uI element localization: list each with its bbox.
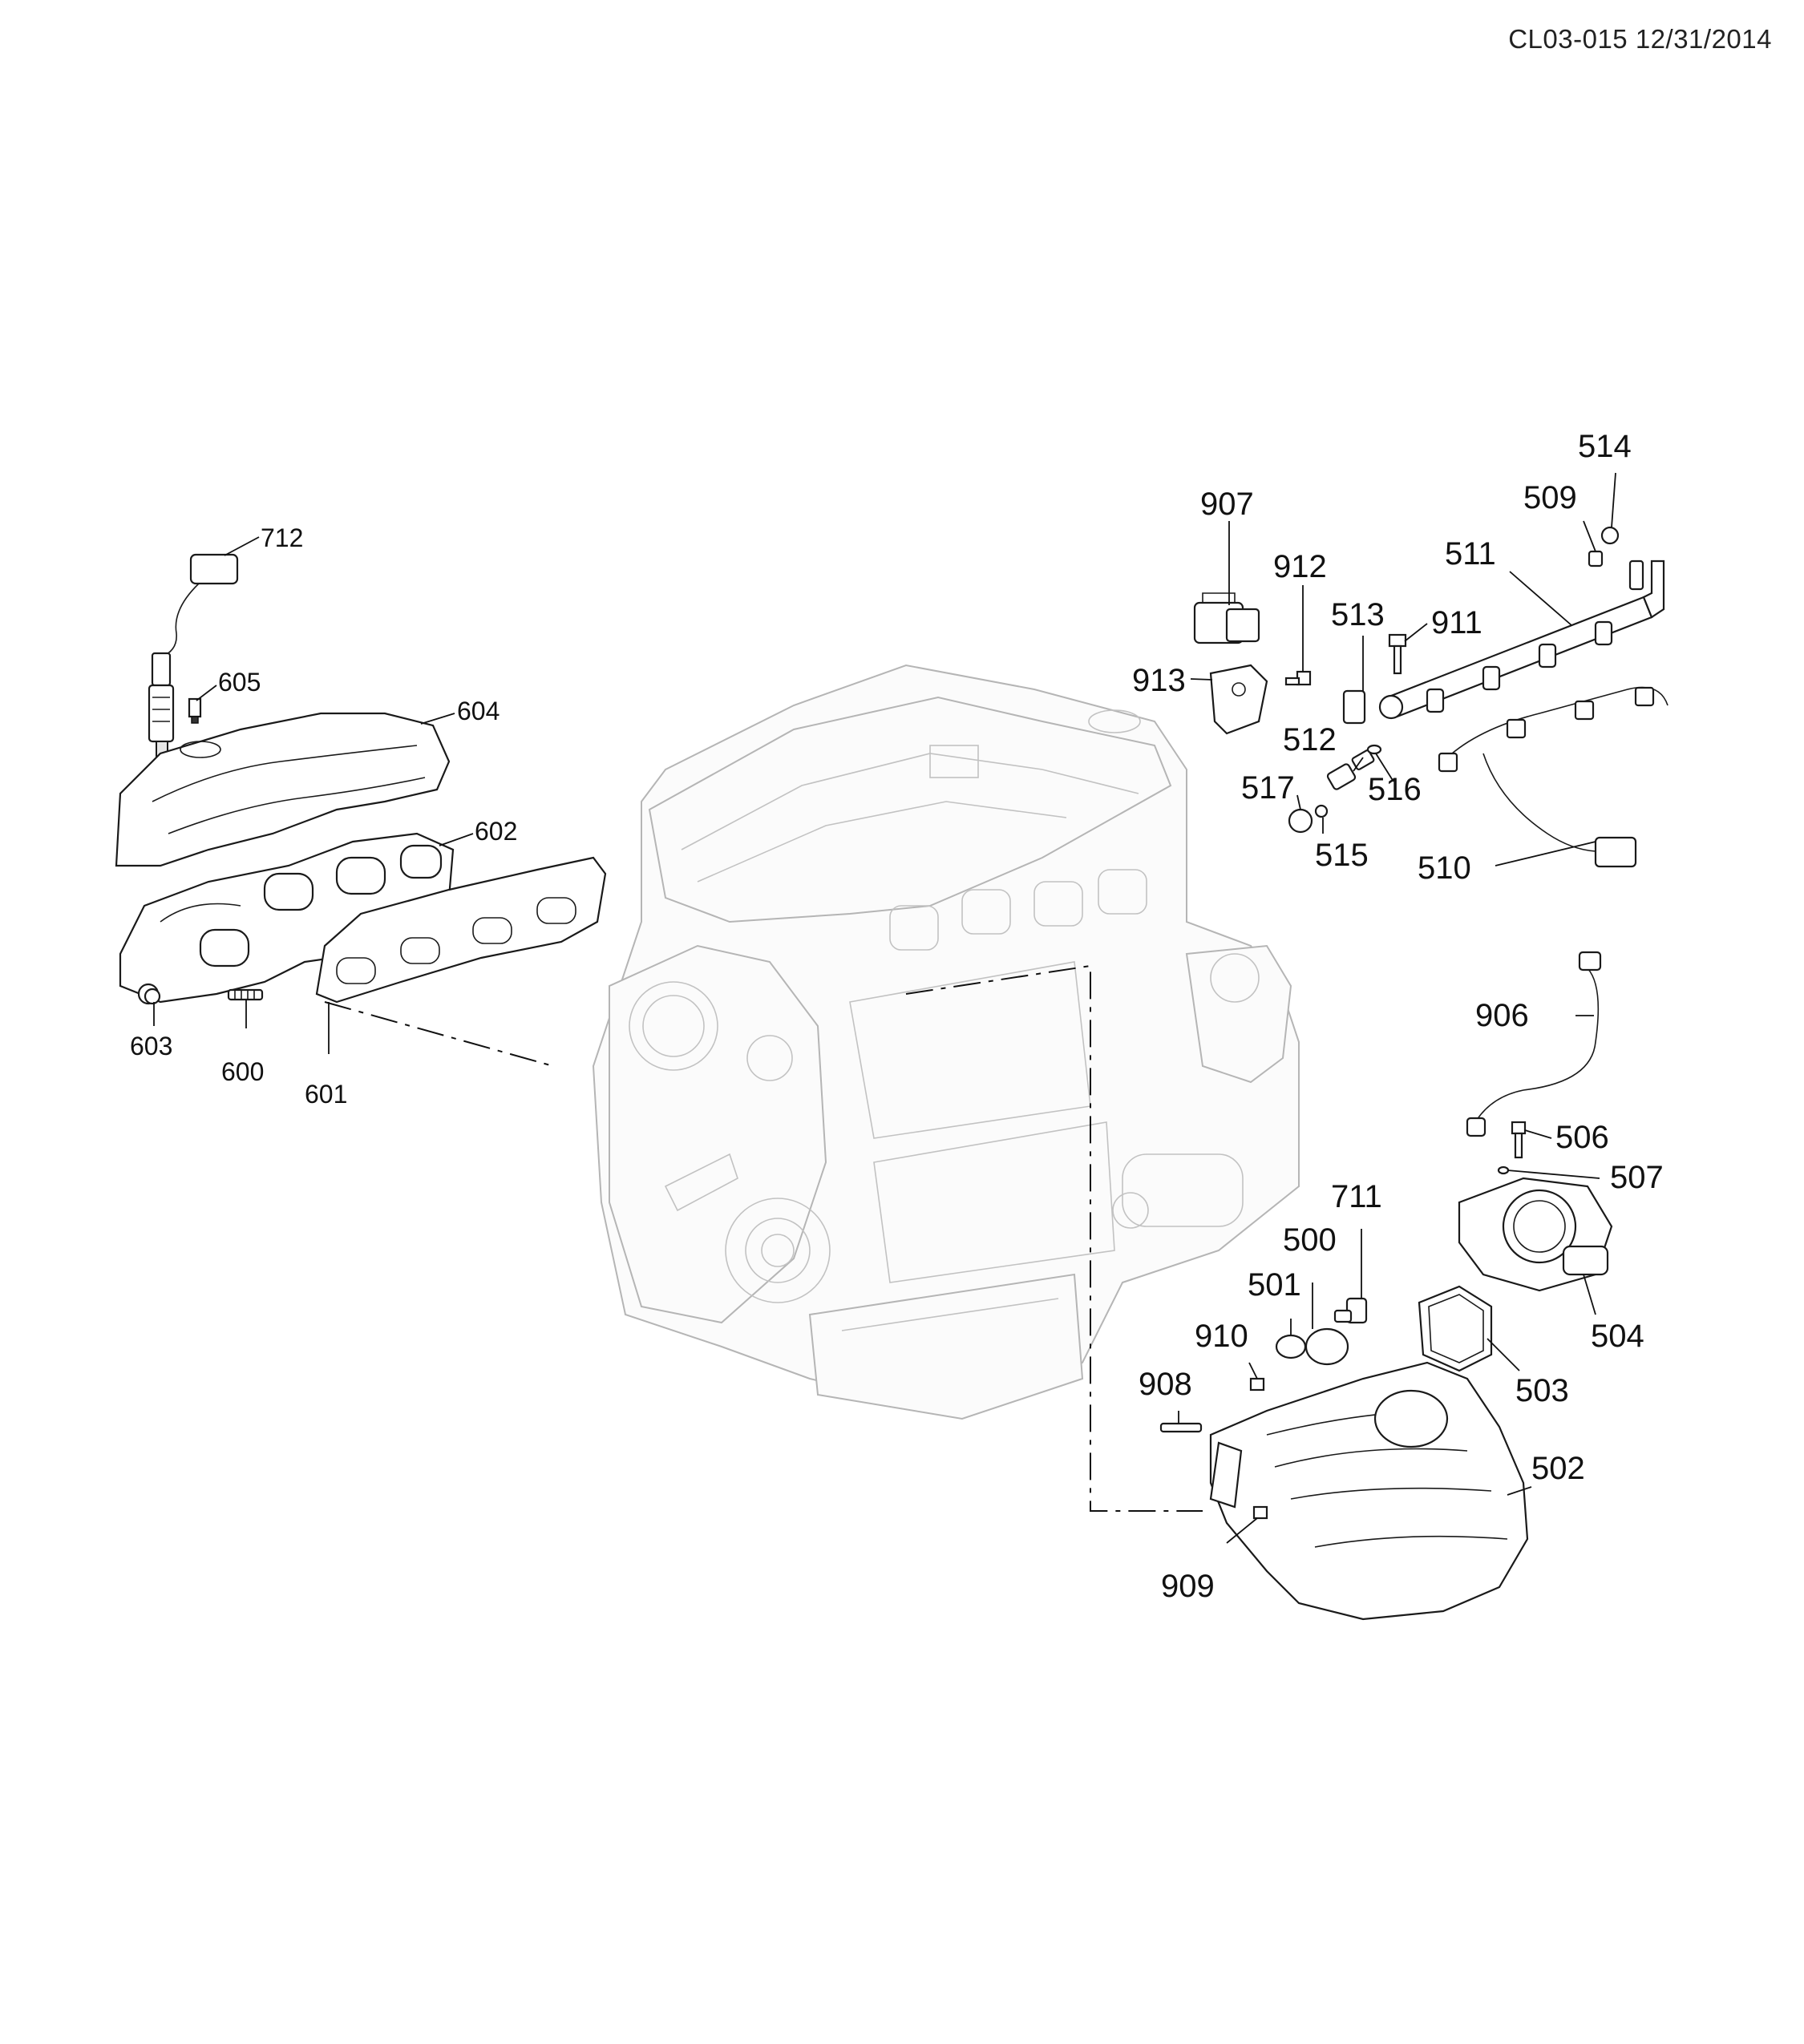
callout-712: 712 — [261, 523, 303, 552]
o-ring-516 — [1366, 744, 1382, 755]
stud-603 — [144, 988, 161, 1005]
callout-507: 507 — [1610, 1160, 1664, 1195]
callout-500: 500 — [1283, 1222, 1337, 1258]
exhaust-manifold-602 — [119, 832, 455, 1005]
engine-assembly — [592, 664, 1300, 1420]
nut-910 — [1249, 1377, 1265, 1392]
callout-512: 512 — [1283, 722, 1337, 757]
callout-910: 910 — [1195, 1319, 1248, 1354]
callout-911: 911 — [1431, 605, 1482, 640]
callout-601: 601 — [305, 1080, 347, 1109]
bracket-913 — [1209, 664, 1268, 735]
wiring-harness-510 — [1438, 686, 1668, 868]
callout-501: 501 — [1248, 1267, 1301, 1303]
callout-513: 513 — [1331, 597, 1385, 632]
callout-913: 913 — [1132, 663, 1186, 698]
callout-labels: 712 605 604 602 603 600 601 907 912 913 … — [130, 429, 1664, 1604]
heat-shield-604 — [115, 712, 451, 867]
fuel-rail-511 — [1378, 559, 1665, 720]
callout-912: 912 — [1273, 549, 1327, 584]
vacuum-hose-906 — [1466, 951, 1602, 1137]
leader-lines — [153, 472, 1616, 1544]
callout-509: 509 — [1523, 480, 1577, 515]
throttle-gasket-503 — [1418, 1285, 1493, 1372]
document-reference: CL03-015 12/31/2014 — [1508, 24, 1772, 54]
callout-504: 504 — [1591, 1319, 1644, 1354]
bolt-911 — [1388, 633, 1407, 675]
callout-711: 711 — [1331, 1179, 1382, 1214]
callout-605: 605 — [218, 668, 261, 697]
stud-600 — [227, 988, 264, 1001]
callout-603: 603 — [130, 1032, 172, 1060]
callout-506: 506 — [1555, 1120, 1609, 1155]
cap-509 — [1588, 550, 1604, 568]
throttle-body-504 — [1458, 1177, 1613, 1292]
clip-513 — [1342, 689, 1366, 725]
callout-502: 502 — [1531, 1451, 1585, 1486]
callout-514: 514 — [1578, 429, 1632, 464]
bolt-909 — [1252, 1505, 1268, 1520]
module-907 — [1193, 592, 1260, 644]
callout-604: 604 — [457, 697, 500, 725]
valve-500 — [1304, 1327, 1349, 1366]
exhaust-gasket-601 — [315, 856, 607, 1004]
seal-501 — [1275, 1334, 1307, 1359]
callout-908: 908 — [1139, 1367, 1192, 1402]
callout-600: 600 — [221, 1057, 264, 1086]
bolt-912 — [1284, 670, 1312, 686]
callout-907: 907 — [1200, 487, 1254, 522]
callout-517: 517 — [1241, 770, 1295, 806]
bolt-506 — [1511, 1121, 1527, 1159]
callout-515: 515 — [1315, 838, 1369, 873]
seal-515 — [1314, 804, 1329, 818]
alignment-lines — [324, 964, 1203, 1512]
sensor-711 — [1333, 1297, 1368, 1324]
seal-517 — [1288, 808, 1313, 834]
callout-516: 516 — [1368, 772, 1422, 807]
stud-605 — [188, 697, 202, 724]
callout-909: 909 — [1161, 1569, 1215, 1604]
stud-908 — [1159, 1422, 1203, 1433]
callout-503: 503 — [1515, 1373, 1569, 1408]
callout-602: 602 — [475, 817, 517, 846]
callout-511: 511 — [1445, 536, 1496, 572]
intake-manifold-502 — [1209, 1361, 1529, 1621]
callout-510: 510 — [1418, 850, 1471, 886]
oxygen-sensor-712 — [148, 553, 239, 760]
callout-906: 906 — [1475, 998, 1529, 1033]
valve-514 — [1600, 526, 1620, 545]
washer-507 — [1497, 1165, 1510, 1175]
